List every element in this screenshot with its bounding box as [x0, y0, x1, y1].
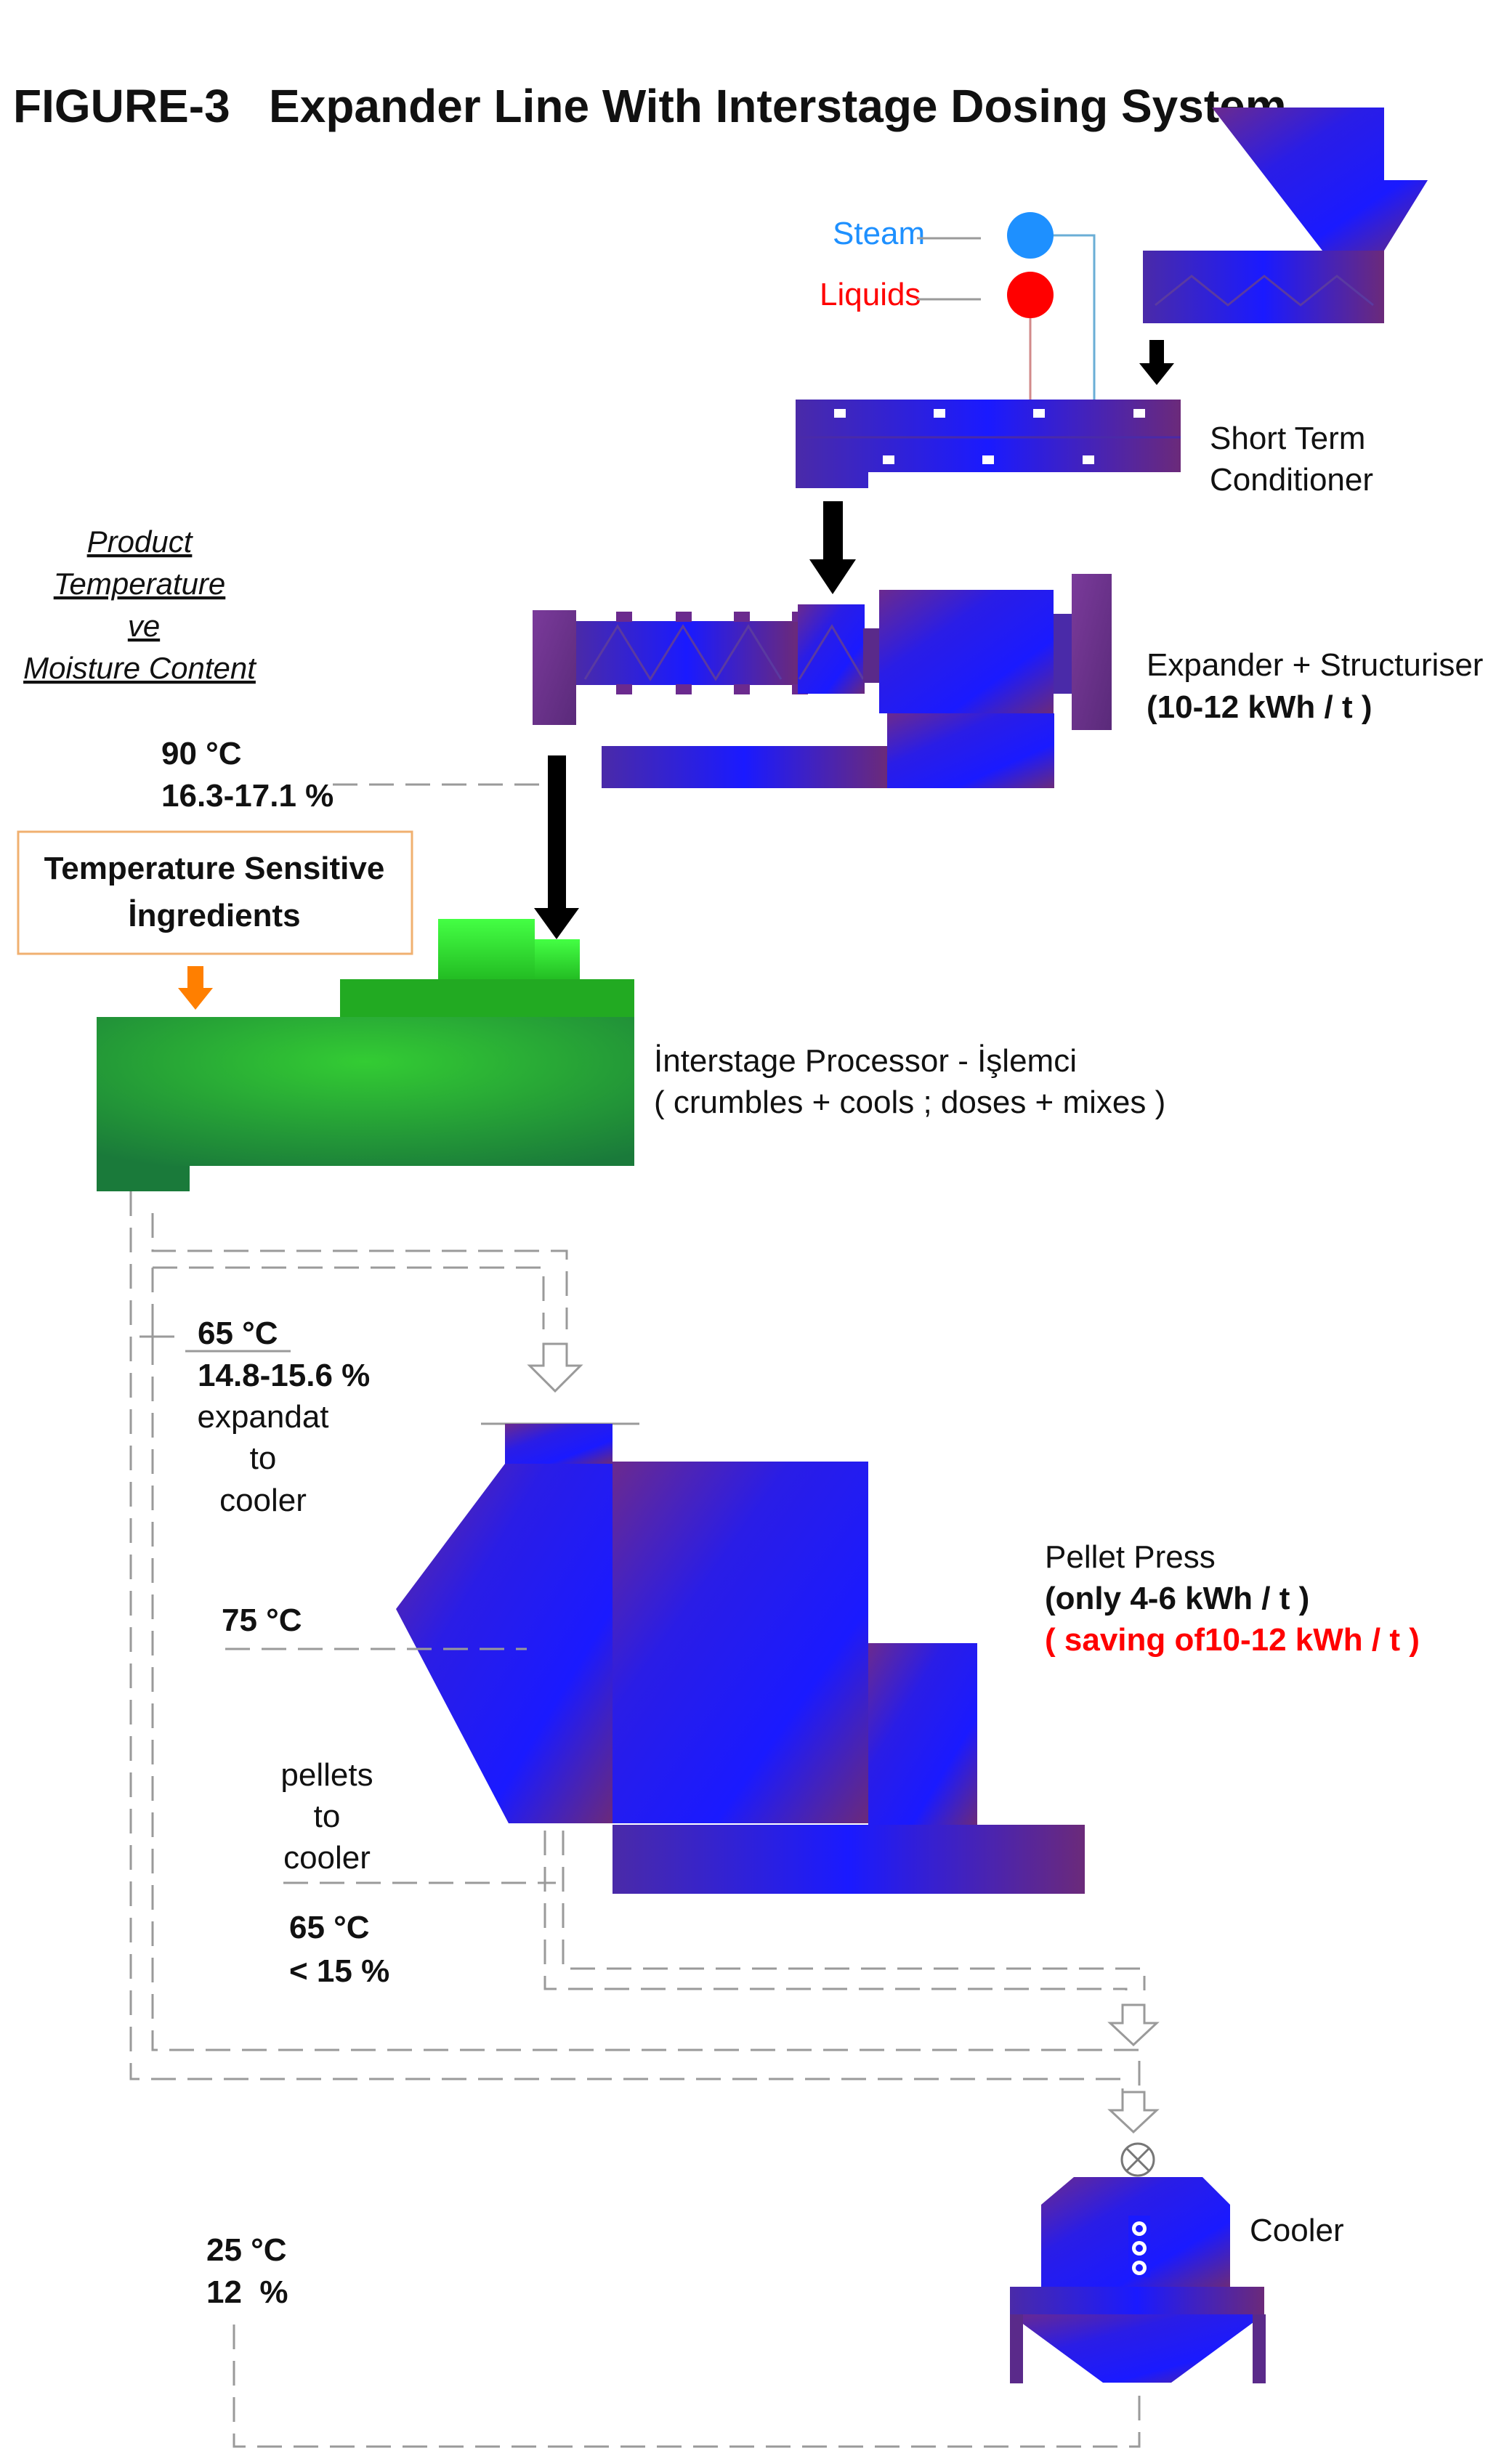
ingredients-box	[17, 830, 413, 955]
hollow-down-arrow-icon	[1107, 2003, 1160, 2047]
expandat-moisture: 14.8-15.6 %	[198, 1358, 370, 1393]
liquids-inlet-icon	[1007, 272, 1054, 318]
conditioner-label-line2: Conditioner	[1210, 462, 1373, 498]
side-note-line2: Temperature	[54, 567, 226, 601]
down-arrow-icon	[1139, 340, 1174, 385]
steam-label: Steam	[833, 216, 925, 251]
final-moisture: 12 %	[206, 2274, 288, 2310]
expander-label-line2: (10-12 kWh / t )	[1147, 689, 1372, 725]
expander-temp: 90 °C	[161, 736, 242, 771]
hollow-down-arrow-icon	[527, 1342, 583, 1393]
ingredients-line2: İngredients	[128, 898, 300, 933]
pellets-line1: pellets	[280, 1757, 373, 1793]
liquids-label: Liquids	[820, 277, 921, 312]
pellets-temp: 65 °C	[289, 1910, 370, 1945]
expander-label-line1: Expander + Structuriser	[1147, 647, 1483, 683]
cooler-label: Cooler	[1250, 2213, 1344, 2248]
side-note-line1: Product	[87, 524, 194, 559]
expander-moisture: 16.3-17.1 %	[161, 778, 333, 814]
ingredients-line1: Temperature Sensitive	[44, 851, 385, 886]
cooler	[1010, 2142, 1266, 2383]
interstage-label-line1: İnterstage Processor - İşlemci	[654, 1043, 1077, 1079]
expandat-line3: cooler	[219, 1483, 307, 1518]
figure-title: FIGURE-3 Expander Line With Interstage D…	[13, 80, 1287, 132]
expandat-line1: expandat	[197, 1399, 328, 1435]
pellets-moisture: < 15 %	[289, 1953, 389, 1989]
interstage-processor	[97, 919, 634, 1191]
short-term-conditioner	[796, 400, 1181, 488]
interstage-label-line2: ( crumbles + cools ; doses + mixes )	[654, 1085, 1165, 1120]
press-inlet-temp: 75 °C	[222, 1602, 302, 1638]
flow-lines	[129, 1191, 1146, 2448]
ingredient-dosing-arrow-icon	[178, 966, 213, 1010]
hollow-down-arrow-icon	[1107, 2091, 1160, 2134]
feed-hopper	[1143, 108, 1428, 323]
final-temp: 25 °C	[206, 2232, 287, 2268]
steam-inlet-icon	[1007, 212, 1054, 259]
pellets-line2: to	[314, 1799, 341, 1834]
pellet-press	[396, 1422, 1085, 1894]
press-saving-label: ( saving of10-12 kWh / t )	[1045, 1622, 1420, 1658]
expander-structuriser	[533, 574, 1112, 788]
expandat-line2: to	[250, 1440, 277, 1476]
expandat-temp: 65 °C	[198, 1316, 278, 1351]
conditioner-label-line1: Short Term	[1210, 421, 1365, 456]
side-note-line4: Moisture Content	[23, 651, 257, 685]
down-arrow-icon	[534, 755, 579, 939]
down-arrow-icon	[809, 501, 856, 594]
press-label-line1: Pellet Press	[1045, 1539, 1216, 1575]
side-note-line3: ve	[128, 609, 160, 643]
pellets-line3: cooler	[283, 1840, 371, 1876]
press-label-line2: (only 4-6 kWh / t )	[1045, 1581, 1309, 1616]
